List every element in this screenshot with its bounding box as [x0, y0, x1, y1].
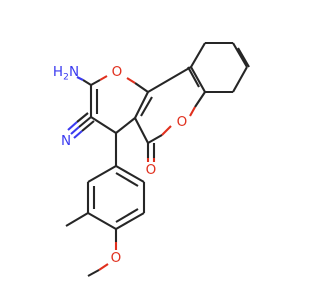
amino-h-label: H [53, 64, 63, 80]
bond [134, 117, 149, 144]
bond-triple [67, 121, 78, 131]
bond [190, 66, 206, 93]
lactone-oxygen-label: O [177, 114, 188, 130]
bond [70, 126, 80, 135]
molecule-structure: O O O O N H 2 N [53, 41, 250, 277]
bond [194, 91, 206, 108]
bond [90, 116, 117, 134]
nitrile-nitrogen-label: N [61, 133, 71, 149]
bond [232, 66, 248, 93]
bond-triple [81, 120, 95, 132]
bond [134, 82, 149, 93]
pyran-oxygen-label: O [112, 64, 123, 80]
bond [147, 66, 192, 93]
carbonyl-oxygen-label: O [146, 162, 157, 178]
bond [190, 42, 206, 68]
bond [98, 263, 109, 271]
amino-group-label: H 2 N [53, 64, 79, 83]
amino-subscript-label: 2 [63, 73, 69, 83]
bond [147, 134, 163, 144]
bond [99, 75, 108, 81]
bond [161, 125, 172, 136]
bond [87, 212, 117, 230]
methoxyphenyl-ring [86, 165, 146, 230]
bond-triple [76, 112, 89, 123]
bond [115, 165, 145, 183]
bond-double [140, 96, 153, 117]
bond-double [187, 66, 200, 88]
bond [115, 117, 136, 134]
amino-n-label: N [69, 64, 79, 80]
bond-double [237, 47, 250, 68]
bond [65, 212, 89, 227]
bond [126, 77, 136, 84]
bond [189, 106, 196, 117]
bond [76, 76, 84, 81]
bond [232, 42, 248, 68]
bond [87, 269, 100, 277]
bond [90, 79, 101, 86]
molecule-canvas: O O O O N H 2 N [53, 41, 250, 277]
bond [115, 212, 145, 230]
bond [82, 79, 92, 86]
bond-double [115, 172, 139, 187]
lactone-ring [134, 66, 206, 162]
benzo-ring [187, 41, 250, 94]
pyran-ring [89, 75, 149, 134]
bond [134, 91, 149, 119]
bond [87, 165, 117, 183]
bond-triple [73, 130, 83, 139]
methoxy-oxygen-label: O [111, 250, 122, 266]
bond-double [115, 208, 139, 223]
bond [78, 116, 92, 128]
